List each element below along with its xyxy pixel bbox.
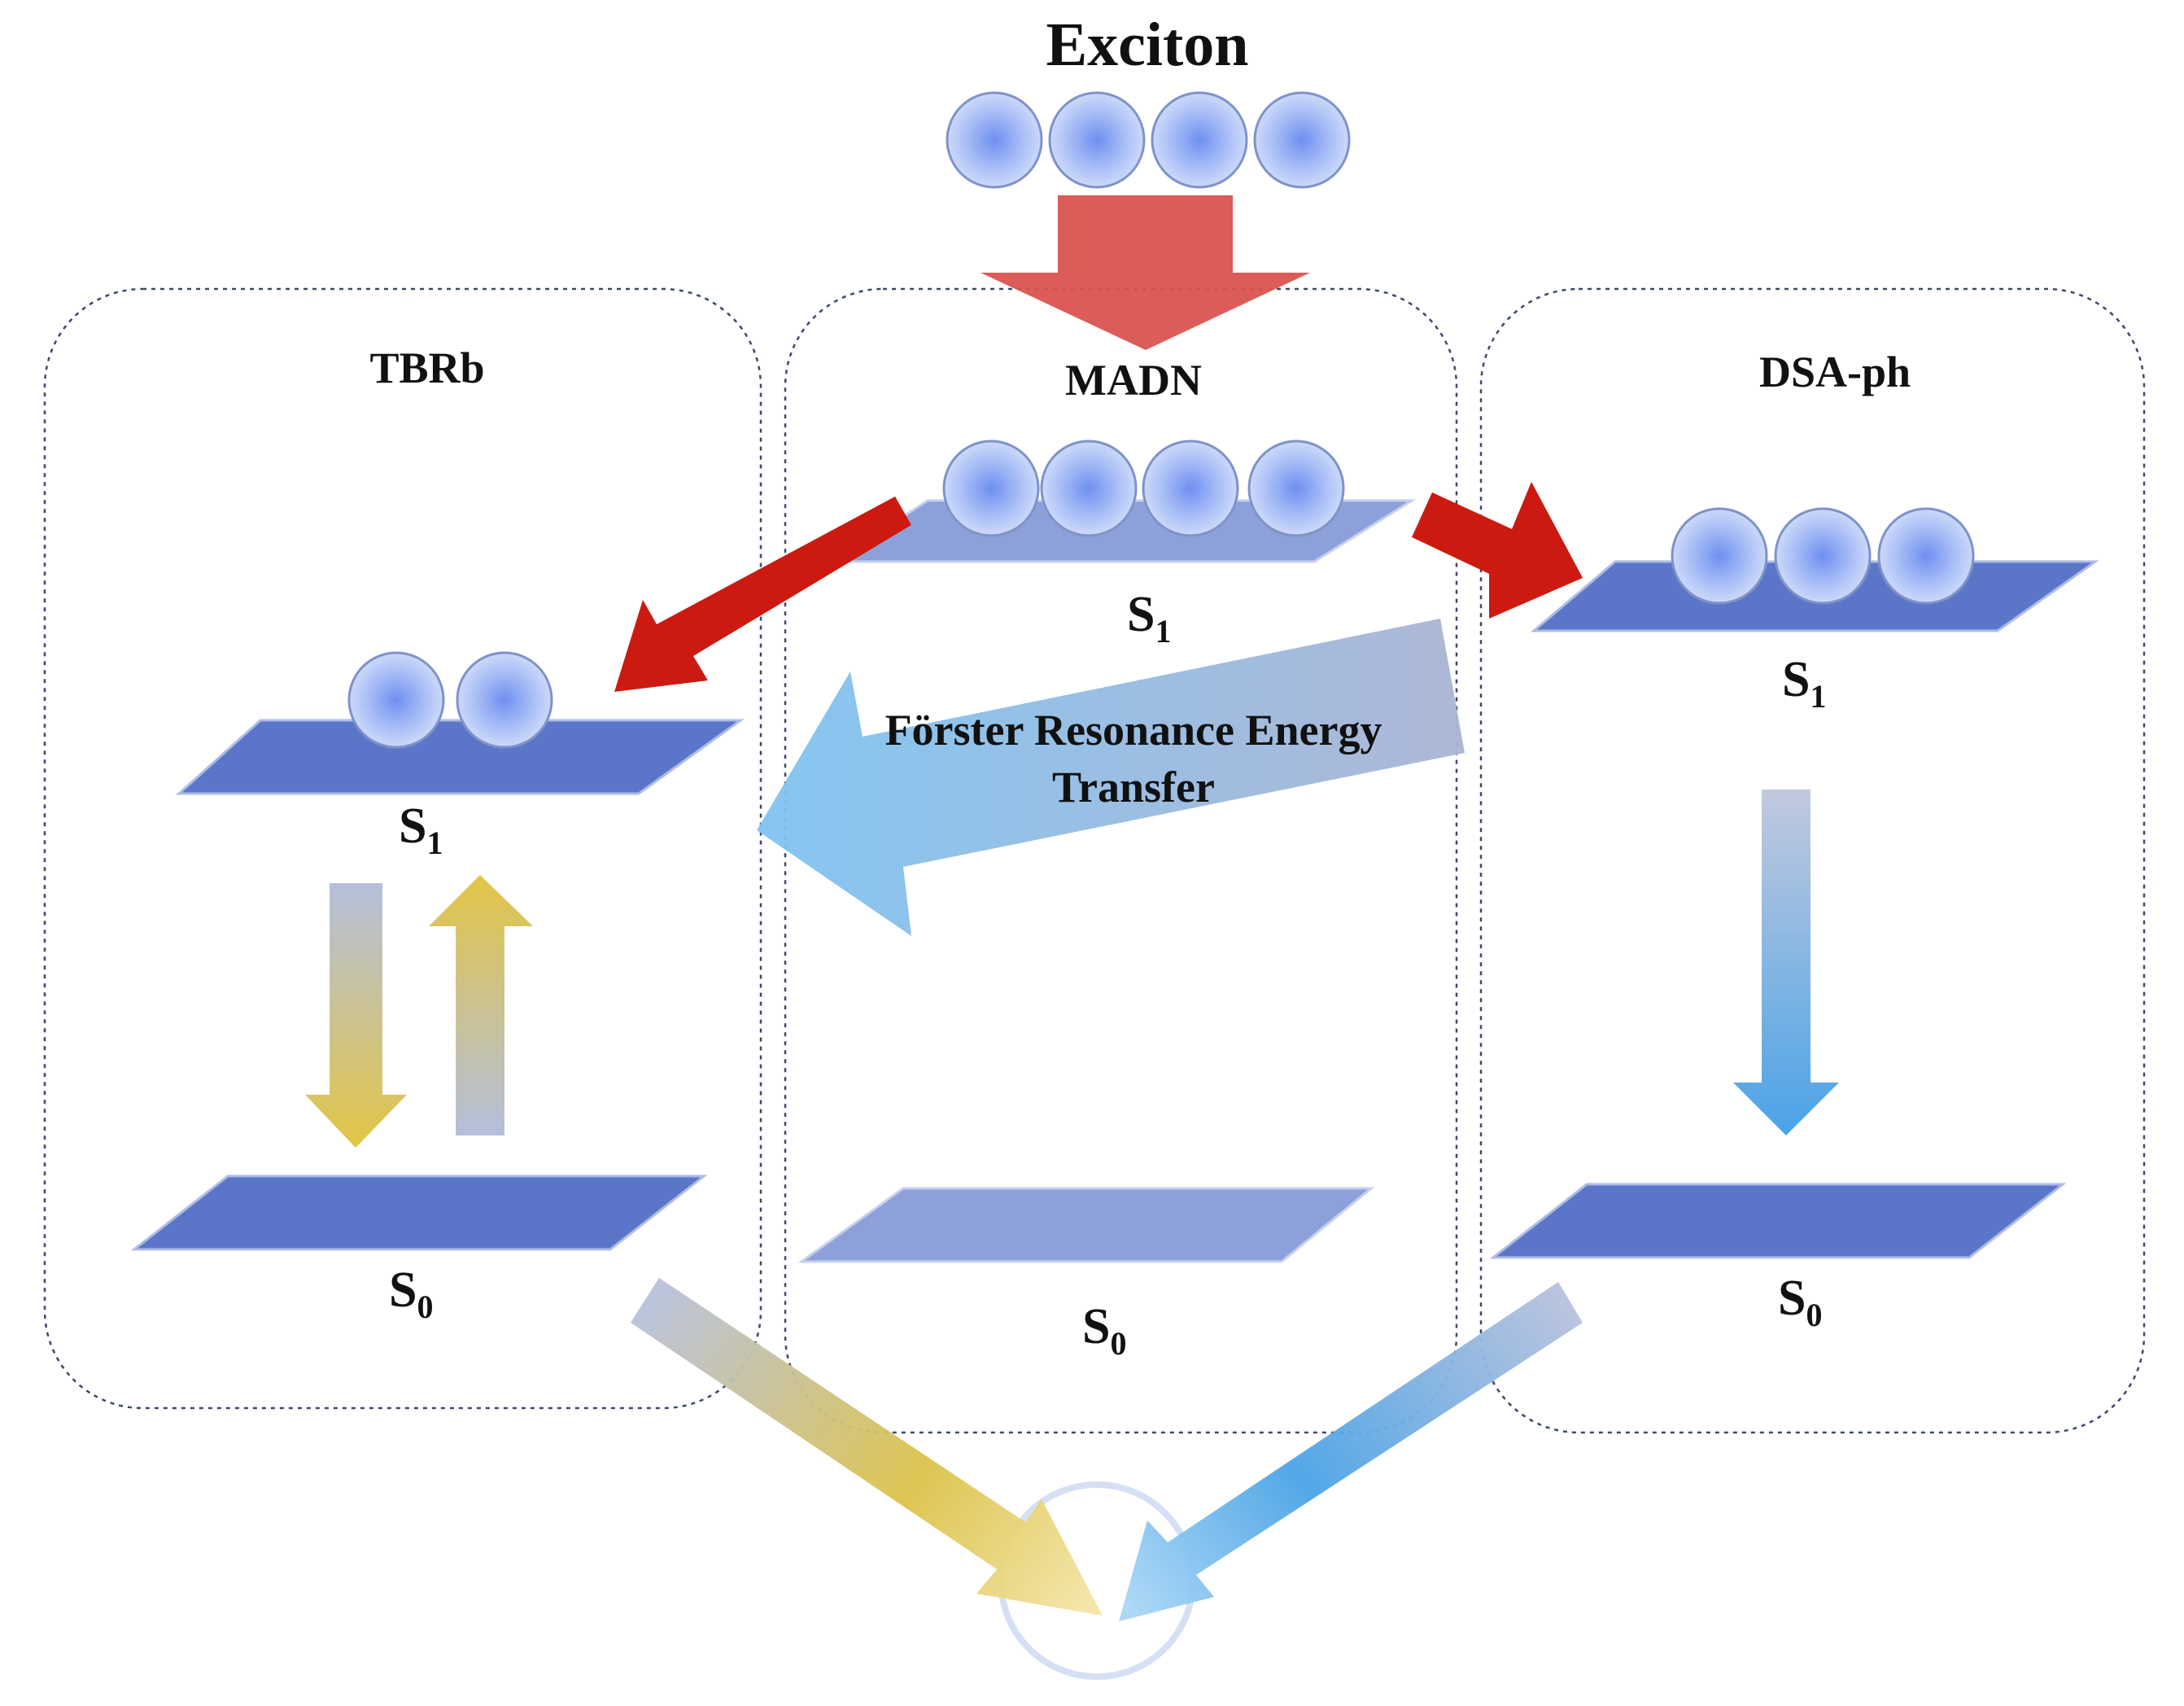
dsa-ph-label: DSA-ph (1759, 348, 1911, 396)
exciton-sphere (946, 91, 1043, 189)
tbrb-panel-frame (43, 287, 762, 1410)
exciton-sphere (942, 440, 1040, 537)
exciton-sphere (1671, 507, 1768, 605)
madn-to-dsa-ph-arrow (1412, 482, 1583, 619)
tbrb-down-arrow (305, 883, 407, 1148)
dsa-ph-emission-arrow (1119, 1282, 1583, 1621)
madn-to-tbrb-arrow (614, 496, 911, 692)
fret-label-line2: Transfer (1052, 763, 1215, 811)
exciton-sphere (347, 651, 445, 749)
tbrb-s1-plate (176, 719, 745, 795)
madn-s1-label: S1 (1127, 587, 1171, 650)
input-exciton-spheres (946, 91, 1351, 189)
tbrb-s0-label: S0 (389, 1262, 433, 1325)
dsa-ph-s0-plate (1489, 1183, 2067, 1259)
exciton-sphere (1048, 91, 1146, 189)
exciton-sphere (1040, 440, 1138, 537)
exciton-sphere (456, 651, 553, 749)
tbrb-up-arrow (429, 875, 533, 1135)
tbrb-s0-plate (130, 1175, 708, 1251)
madn-exciton-spheres (942, 440, 1345, 537)
madn-s0-label: S0 (1082, 1299, 1126, 1362)
dsa-ph-s0-label: S0 (1778, 1271, 1822, 1333)
tbrb-emission-arrow (631, 1278, 1103, 1616)
madn-s0-plate (797, 1187, 1375, 1263)
exciton-sphere (1151, 91, 1248, 189)
exciton-sphere (1142, 440, 1239, 537)
exciton-sphere (1253, 91, 1351, 189)
exciton-sphere (1877, 507, 1975, 605)
diagram-title: Exciton (1046, 11, 1248, 79)
madn-label: MADN (1065, 356, 1202, 405)
tbrb-label: TBRb (369, 343, 484, 392)
tbrb-s1-label: S1 (399, 798, 443, 861)
fret-arrow (757, 619, 1465, 936)
exciton-injection-arrow (981, 195, 1310, 350)
exciton-sphere (1247, 440, 1345, 537)
fret-label-line1: Förster Resonance Energy (885, 706, 1382, 755)
exciton-sphere (1774, 507, 1872, 605)
dsa-ph-down-arrow (1733, 790, 1839, 1135)
madn-panel-frame (784, 287, 1458, 1434)
dsa-ph-s1-label: S1 (1782, 652, 1826, 715)
tbrb-exciton-spheres (347, 651, 553, 749)
dsa-ph-panel-frame (1479, 287, 2146, 1434)
dsa-ph-exciton-spheres (1671, 507, 1975, 605)
